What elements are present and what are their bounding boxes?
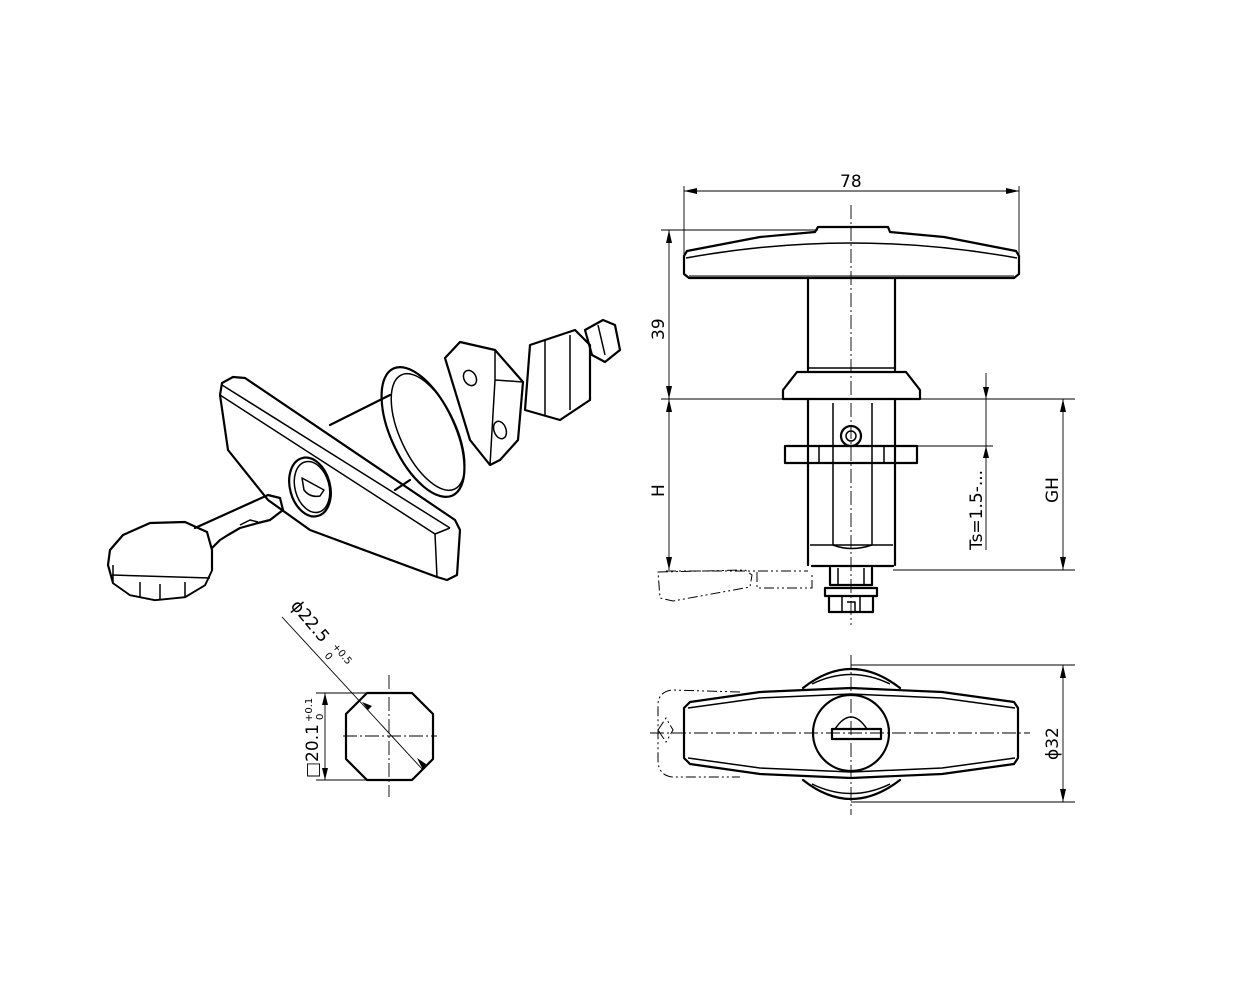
square-tol-lower: 0: [315, 714, 326, 720]
top-view: ϕ32: [650, 655, 1075, 815]
height-dimension: H: [649, 484, 669, 497]
diagonal-tol-lower: 0: [322, 651, 335, 663]
grip-height-dimension: GH: [1043, 477, 1063, 503]
thickness-dimension: Ts=1.5-...: [967, 470, 987, 551]
panel-cutout-view: ϕ22.5 +0.5 0 □20.1 +0.1 0: [281, 596, 437, 797]
isometric-view: [106, 318, 622, 602]
diameter-dimension: ϕ32: [1043, 727, 1063, 760]
cutout-diagonal-label: ϕ22.5: [286, 596, 333, 646]
side-view: 78 39 H GH Ts=1.5-...: [649, 172, 1075, 625]
square-tol-upper: +0.1: [304, 698, 315, 722]
width-dimension: 78: [840, 172, 862, 192]
handle-height-dimension: 39: [649, 318, 669, 340]
cutout-square-label: □20.1: [303, 724, 323, 778]
